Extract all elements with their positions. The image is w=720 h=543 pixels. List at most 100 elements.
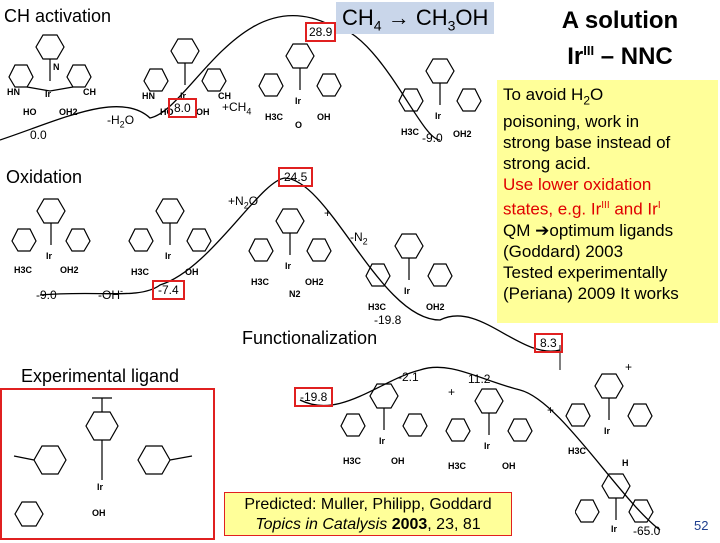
oxidation-curve xyxy=(39,177,561,352)
o-atom: O xyxy=(295,120,302,130)
h3c-group: H3C xyxy=(251,277,270,287)
energy-minus7: -7.4 xyxy=(152,280,185,300)
step-minus-n2: -N2 xyxy=(350,230,368,247)
energy-11: 11.2 xyxy=(468,372,491,386)
step-minus-oh: -OH- xyxy=(98,286,123,302)
h3c-group: H3C xyxy=(14,265,33,275)
ho-group: HO xyxy=(23,107,37,117)
note-line-1: To avoid H2O xyxy=(503,85,604,108)
note-line-7: QM ➔optimum ligands xyxy=(503,221,674,241)
energy-24: 24.5 xyxy=(278,167,314,187)
note-line-3: strong base instead of xyxy=(503,133,671,153)
energy-minus9-a: -9.0 xyxy=(422,131,443,145)
ch-activation-heading: CH activation xyxy=(4,6,112,26)
oxidation-heading: Oxidation xyxy=(6,167,83,187)
experimental-ligand-frame: Ir OH xyxy=(0,388,215,540)
step-minus-h2o: -H2O xyxy=(107,113,135,130)
energy-minus65: -65.0 xyxy=(633,524,661,538)
arrow-icon: → xyxy=(387,5,410,30)
ir-complex-structure-1: N Ir HN CH HO OH2 xyxy=(7,34,96,117)
note-line-2: poisoning, work in xyxy=(503,112,640,132)
ho-group: HO xyxy=(160,107,174,117)
h3c-group: H3C xyxy=(401,127,420,137)
ir-complex-structure-6: Ir H3C OH xyxy=(128,198,212,277)
hn-group: HN xyxy=(142,91,155,101)
oh-group: OH xyxy=(196,107,210,117)
ir-complex-structure-2: Ir HN CH HO OH xyxy=(142,38,231,117)
h3c-group: H3C xyxy=(131,267,150,277)
functionalization-heading: Functionalization xyxy=(242,328,378,348)
plus-charge-1: + xyxy=(324,206,332,220)
oh2-group: OH2 xyxy=(59,107,78,117)
oh-group: OH xyxy=(391,456,405,466)
note-line-4: strong acid. xyxy=(503,154,591,174)
energy-28: 28.9 xyxy=(305,22,337,42)
ch-activation-curve xyxy=(0,15,441,141)
functionalization-curve xyxy=(299,366,661,531)
ir-atom: Ir xyxy=(285,261,292,271)
oh2-group: OH2 xyxy=(453,129,472,139)
reaction-title: CH4 → CH3OH xyxy=(336,2,495,34)
page-number: 52 xyxy=(694,518,709,533)
ir-complex-structure-3: Ir H3C O OH xyxy=(258,43,342,130)
oh-group: OH xyxy=(502,461,516,471)
prediction-authors: Predicted: Muller, Philipp, Goddard xyxy=(244,496,492,513)
step-plus-n2o: +N2O xyxy=(228,194,259,211)
oh2-group: OH2 xyxy=(60,265,79,275)
ch-group: CH xyxy=(218,91,231,101)
n2-group: N2 xyxy=(289,289,301,299)
notes-box: To avoid H2O poisoning, work in strong b… xyxy=(497,80,718,323)
solution-line1: A solution xyxy=(561,7,679,34)
step-plus-ch4: +CH4 xyxy=(222,100,252,117)
energy-minus19-a: -19.8 xyxy=(374,313,402,327)
prediction-box: Predicted: Muller, Philipp, Goddard Topi… xyxy=(224,492,512,536)
experimental-ligand-structure: Ir OH xyxy=(13,397,193,527)
h3c-group: H3C xyxy=(343,456,362,466)
ir-complex-structure-11: Ir H3C H xyxy=(565,373,653,468)
hn-group: HN xyxy=(7,87,20,97)
h3c-group: H3C xyxy=(568,446,587,456)
note-line-5: Use lower oxidation xyxy=(503,175,652,195)
solution-line2: IrIII – NNC xyxy=(567,43,673,70)
energy-minus2: -2.1 xyxy=(398,370,419,384)
ir-atom: Ir xyxy=(435,111,442,121)
reactant-subscript: 4 xyxy=(373,17,382,34)
h3c-group: H3C xyxy=(448,461,467,471)
energy-minus19-b: -19.8 xyxy=(294,387,334,407)
ir-atom: Ir xyxy=(180,91,187,101)
ir-complex-structure-9: Ir H3C OH xyxy=(340,383,428,466)
ir-atom: Ir xyxy=(611,524,618,534)
ch-group: CH xyxy=(83,87,96,97)
h-atom: H xyxy=(622,458,629,468)
energy-8-3: 8.3 xyxy=(534,333,563,353)
ir-complex-structure-4: Ir H3C OH2 xyxy=(398,58,482,139)
product: CH xyxy=(415,5,448,30)
ir-atom: Ir xyxy=(604,426,611,436)
ir-atom: Ir xyxy=(165,251,172,261)
note-line-8: (Goddard) 2003 xyxy=(503,242,624,262)
plus-charge-3: + xyxy=(547,403,555,417)
energy-minus9-b: -9.0 xyxy=(36,288,57,302)
oh2-group: OH2 xyxy=(305,277,324,287)
oh-group: OH xyxy=(92,508,106,518)
ir-atom: Ir xyxy=(295,96,302,106)
plus-charge-4: + xyxy=(625,360,633,374)
product-subscript: 3 xyxy=(447,17,456,34)
reactant: CH xyxy=(342,5,374,30)
oh-group: OH xyxy=(185,267,199,277)
n-atom: N xyxy=(53,62,60,72)
product-tail: OH xyxy=(455,5,489,30)
note-line-10: (Periana) 2009 It works xyxy=(503,284,679,304)
arrow-right-icon: ➔ xyxy=(535,221,550,241)
experimental-ligand-heading: Experimental ligand xyxy=(20,366,180,386)
solution-title: A solution IrIII – NNC xyxy=(525,6,715,72)
ir-atom: Ir xyxy=(404,286,411,296)
ir-complex-structure-12: Ir xyxy=(575,473,654,534)
oh2-group: OH2 xyxy=(426,302,445,312)
ir-complex-structure-5: Ir H3C OH2 xyxy=(11,198,91,275)
ir-complex-structure-8: Ir H3C OH2 xyxy=(365,233,453,312)
ir-complex-structure-7: Ir H3C OH2 N2 xyxy=(248,208,332,299)
note-line-9: Tested experimentally xyxy=(503,263,668,283)
h3c-group: H3C xyxy=(265,112,284,122)
